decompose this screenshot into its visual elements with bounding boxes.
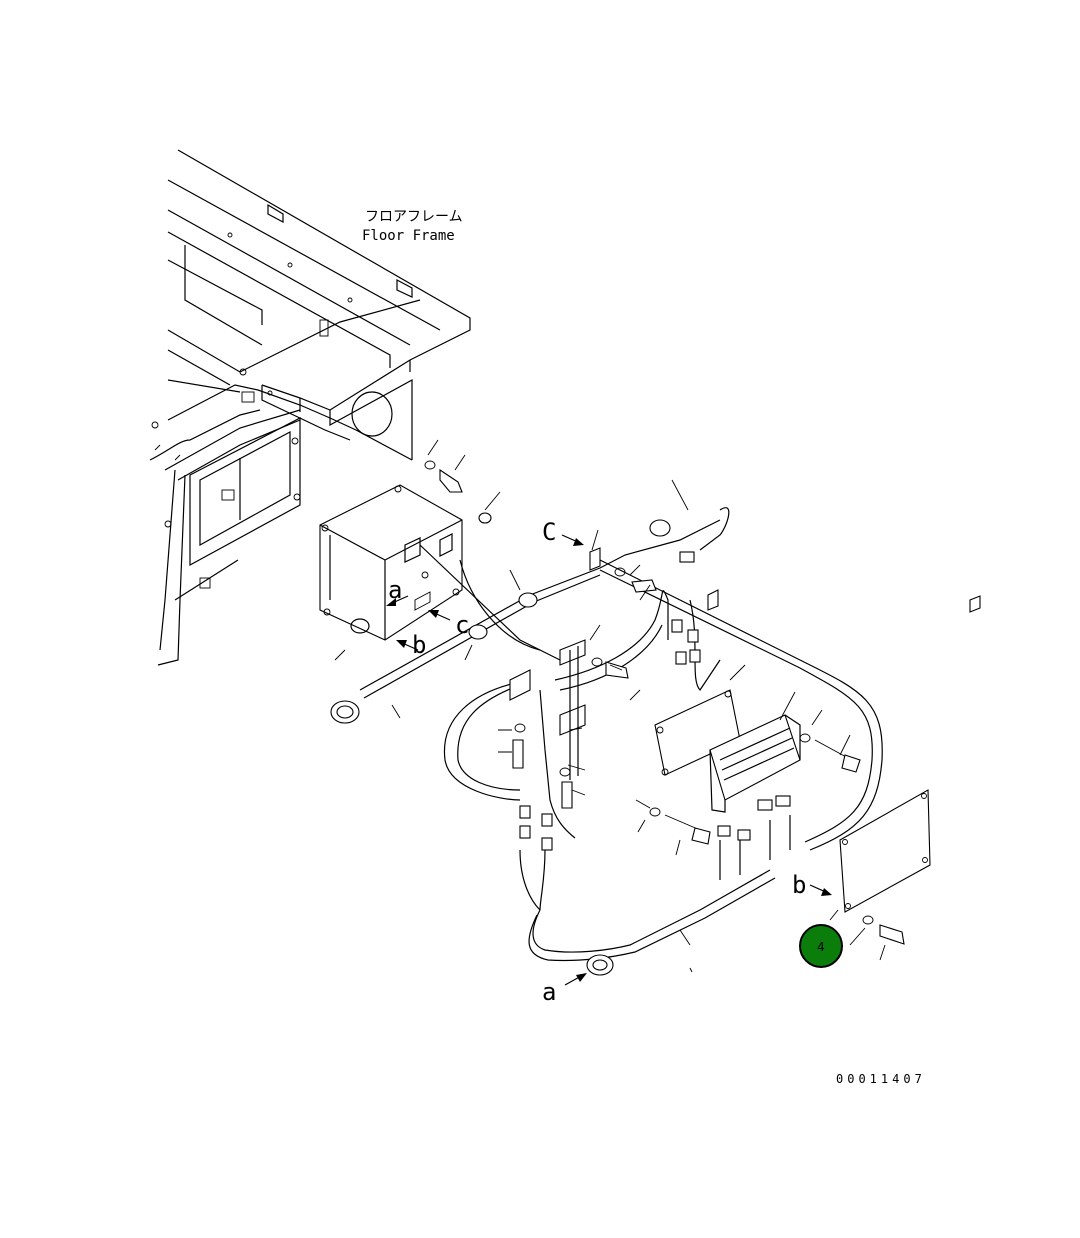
drawing-number: 00011407 <box>836 1072 926 1086</box>
controller-units <box>654 689 801 813</box>
view-arrows <box>386 534 832 986</box>
clips <box>509 547 981 780</box>
view-label-a-top: a <box>388 576 402 604</box>
floor-frame <box>149 149 471 666</box>
view-label-c-top: c <box>455 611 469 639</box>
title-en: Floor Frame <box>362 228 455 244</box>
callout-circle[interactable] <box>799 924 843 968</box>
leader-lines <box>154 439 886 973</box>
view-label-b-right: b <box>792 871 806 899</box>
cover-plate <box>839 789 931 913</box>
callout-number: 4 <box>817 940 825 954</box>
view-label-a-bottom: a <box>542 978 556 1006</box>
grommets <box>330 512 671 976</box>
connectors <box>519 551 791 851</box>
electrical-box <box>319 484 463 641</box>
part-callout-4[interactable]: 4 <box>799 924 843 968</box>
wiring-harness <box>359 507 883 962</box>
title-jp: フロアフレーム <box>365 209 463 225</box>
view-label-c-left: C <box>542 518 556 546</box>
view-label-b-top: b <box>412 631 426 659</box>
